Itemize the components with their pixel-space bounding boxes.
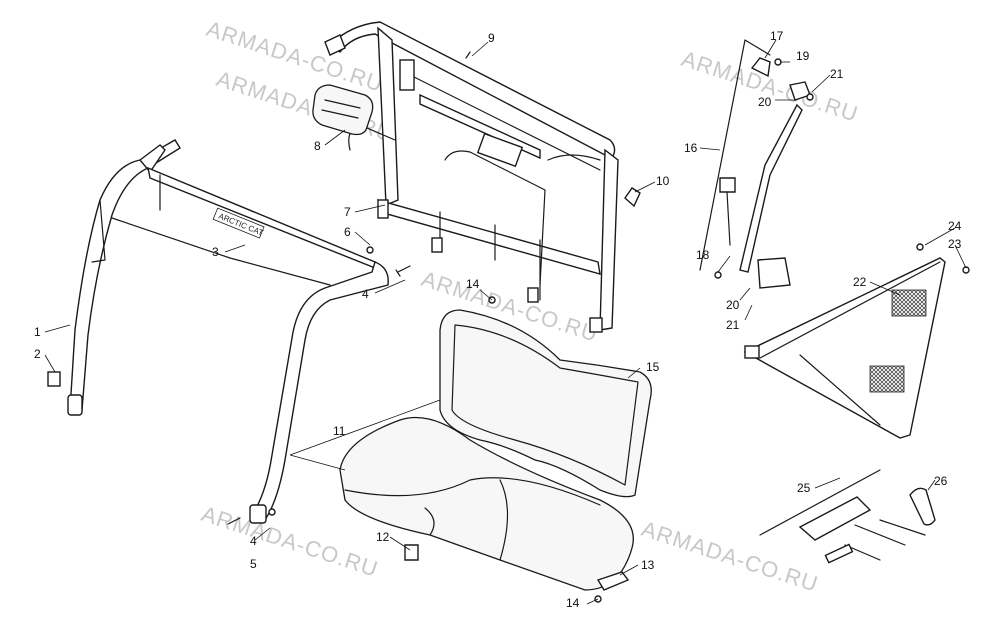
callout-6: 6 [344, 225, 351, 239]
callout-10: 10 [656, 174, 670, 188]
bolts [227, 246, 602, 603]
callout-19: 19 [796, 49, 810, 63]
callout-20b: 20 [726, 298, 740, 312]
watermark-5: ARMADA-CO.RU [198, 501, 381, 582]
callout-23: 23 [948, 237, 962, 251]
callout-14a: 14 [466, 277, 480, 291]
leader-lines [44, 39, 967, 605]
tool-kit [759, 469, 936, 564]
callout-1: 1 [34, 325, 41, 339]
bracket-10 [624, 187, 641, 208]
watermark-3: ARMADA-CO.RU [678, 46, 861, 127]
seat-bracket-12 [404, 544, 419, 561]
callout-11: 11 [333, 424, 346, 438]
roll-cage-front: ARCTIC CAT [67, 139, 389, 524]
cargo-net [743, 243, 970, 439]
roll-cage-rear [324, 21, 619, 333]
callout-13: 13 [641, 558, 655, 572]
callout-25: 25 [797, 481, 811, 495]
callout-5: 5 [250, 557, 257, 571]
callout-26: 26 [934, 474, 948, 488]
callout-16: 16 [684, 141, 698, 155]
callout-21b: 21 [726, 318, 740, 332]
callout-14b: 14 [566, 596, 580, 610]
callout-17: 17 [770, 29, 784, 43]
callout-12: 12 [376, 530, 390, 544]
callout-24: 24 [948, 219, 962, 233]
watermark-6: ARMADA-CO.RU [638, 516, 821, 597]
callout-2: 2 [34, 347, 41, 361]
screw-9 [465, 51, 471, 59]
seat-back [439, 309, 652, 498]
seat-bracket-13 [596, 571, 630, 591]
callout-3: 3 [212, 245, 219, 259]
seat-bottom [339, 416, 634, 591]
callout-8: 8 [314, 139, 321, 153]
seat-belt-assembly [699, 39, 814, 289]
headrest-pad [312, 84, 374, 136]
callout-21a: 21 [830, 67, 844, 81]
callout-7: 7 [344, 205, 351, 219]
callout-15: 15 [646, 360, 660, 374]
callout-9: 9 [488, 31, 495, 45]
callout-22: 22 [853, 275, 867, 289]
callout-4a: 4 [362, 287, 369, 301]
reflector [47, 371, 61, 387]
callout-20a: 20 [758, 95, 772, 109]
callout-18: 18 [696, 248, 710, 262]
callout-4b: 4 [250, 534, 257, 548]
callouts: 1 2 3 4 4 5 6 7 8 9 10 11 12 13 14 14 15… [34, 29, 962, 610]
